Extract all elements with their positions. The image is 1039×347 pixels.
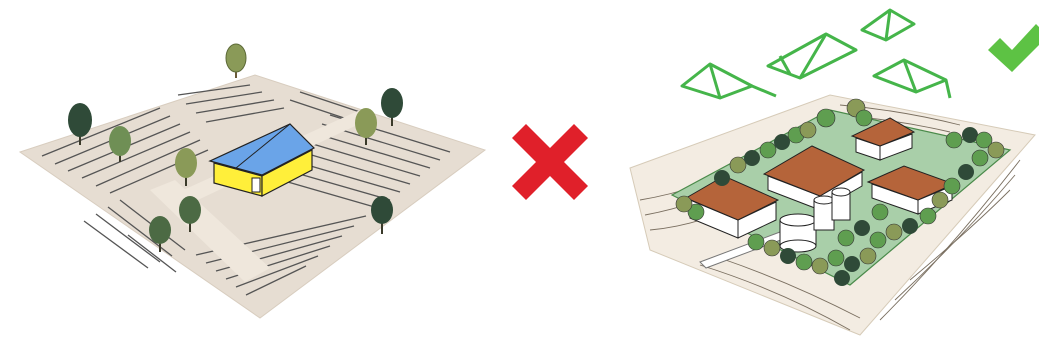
tree bbox=[764, 240, 780, 256]
tree bbox=[800, 122, 816, 138]
roof-icon bbox=[682, 64, 776, 98]
tree bbox=[844, 256, 860, 272]
tree bbox=[834, 270, 850, 286]
tree bbox=[870, 232, 886, 248]
tree bbox=[730, 157, 746, 173]
tree bbox=[860, 248, 876, 264]
checkmark-icon bbox=[988, 24, 1039, 72]
cross-icon bbox=[512, 124, 588, 200]
tree bbox=[962, 127, 978, 143]
tree bbox=[744, 150, 760, 166]
tree bbox=[817, 109, 835, 127]
house-door bbox=[252, 178, 260, 192]
tree bbox=[886, 224, 902, 240]
tree bbox=[714, 170, 730, 186]
tree bbox=[920, 208, 936, 224]
right-scene-clustered-farm bbox=[630, 10, 1039, 335]
tree bbox=[760, 142, 776, 158]
roof-icon bbox=[862, 10, 914, 40]
tree bbox=[748, 234, 764, 250]
tree bbox=[944, 178, 960, 194]
tree bbox=[828, 250, 844, 266]
tree bbox=[780, 248, 796, 264]
roof-icon bbox=[768, 34, 856, 78]
tree bbox=[796, 254, 812, 270]
tree bbox=[812, 258, 828, 274]
tree bbox=[988, 142, 1004, 158]
tree bbox=[676, 196, 692, 212]
tree bbox=[972, 150, 988, 166]
tree bbox=[902, 218, 918, 234]
tree bbox=[932, 192, 948, 208]
tree bbox=[856, 110, 872, 126]
tree bbox=[838, 230, 854, 246]
tree bbox=[872, 204, 888, 220]
roof-icon bbox=[874, 60, 950, 98]
tree bbox=[854, 220, 870, 236]
tree bbox=[958, 164, 974, 180]
roof-outline-icons bbox=[682, 10, 950, 98]
left-scene-isolated-house bbox=[20, 44, 485, 318]
tree bbox=[774, 134, 790, 150]
tree bbox=[946, 132, 962, 148]
tree bbox=[226, 44, 246, 78]
